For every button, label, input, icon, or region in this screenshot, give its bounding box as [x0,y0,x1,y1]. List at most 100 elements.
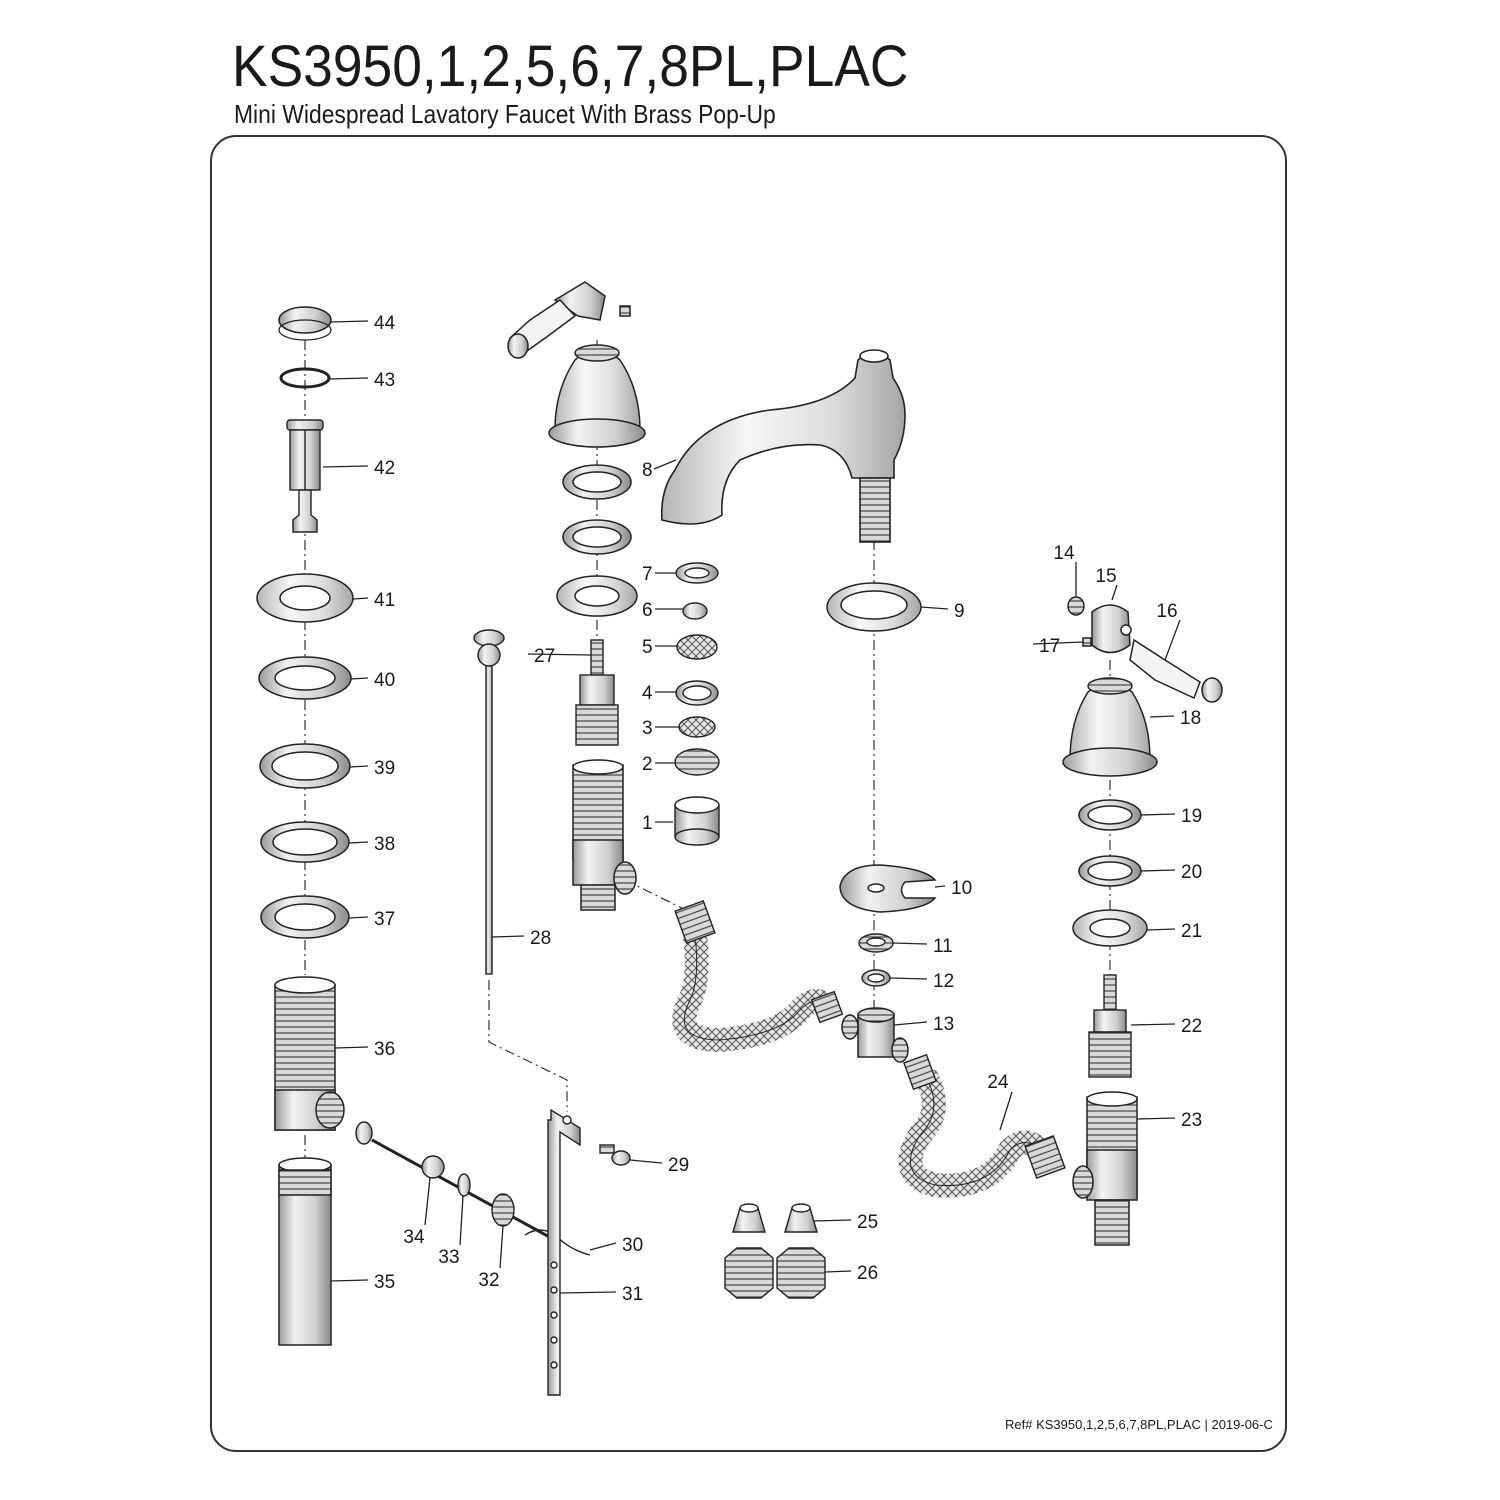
part-number-38: 38 [374,834,395,855]
part-number-14: 14 [1053,543,1075,564]
leader-line-40 [350,677,369,680]
part-41-flange [256,573,354,623]
part-number-12: 12 [933,971,954,992]
part-12-washer [861,969,891,987]
part-36-drain-body [274,976,345,1131]
leader-line-39 [349,765,369,768]
part-14-15-16-17-handle-right [1067,596,1223,703]
part-number-34: 34 [403,1227,425,1248]
leader-line-34 [424,1177,431,1226]
diagram-frame [210,135,1287,1452]
part-8-spout [660,349,906,543]
part-40-washer [258,656,352,700]
leader-line-43 [328,377,369,380]
leader-line-19 [1140,813,1176,816]
part-number-21: 21 [1181,921,1202,942]
part-9-spout-base [826,582,922,632]
part-number-3: 3 [642,718,653,739]
part-number-27: 27 [534,646,555,667]
part-number-24: 24 [987,1072,1009,1093]
part-number-11: 11 [933,936,953,957]
part-number-33: 33 [438,1247,459,1268]
part-number-30: 30 [622,1235,643,1256]
part-number-13: 13 [933,1014,954,1035]
leader-line-22 [1130,1023,1176,1026]
leader-line-38 [348,841,369,844]
part-37-washer [260,895,350,939]
part-number-16: 16 [1156,601,1177,622]
part-number-2: 2 [642,754,653,775]
leader-line-28 [491,935,525,938]
leader-line-29 [629,1159,663,1164]
part-number-4: 4 [642,683,653,704]
leader-line-26 [824,1270,852,1273]
left-washers [556,464,638,617]
part-number-25: 25 [857,1212,878,1233]
leader-line-35 [330,1279,369,1282]
part-13-tee [841,1007,909,1063]
part-number-31: 31 [622,1284,643,1305]
leader-line-23 [1136,1117,1176,1120]
part-27-cartridge [575,639,619,746]
part-number-5: 5 [642,637,653,658]
leader-line-10 [934,885,946,888]
part-39-gasket [259,743,351,789]
leader-line-11 [892,942,928,945]
part-32-pivot-nut [491,1193,515,1227]
leader-line-44 [330,320,369,323]
part-35-tailpiece [278,1157,332,1346]
part-number-6: 6 [642,600,653,621]
leader-line-30 [589,1242,617,1251]
part-number-22: 22 [1181,1016,1202,1037]
part-33-washer [457,1173,471,1197]
leader-line-12 [889,977,928,980]
leader-line-24 [999,1091,1013,1131]
leader-line-15 [1111,584,1118,601]
leader-line-32 [499,1225,504,1269]
part-number-39: 39 [374,758,395,779]
part-number-15: 15 [1095,566,1116,587]
leader-line-18 [1149,715,1175,718]
part-number-9: 9 [954,601,965,622]
leader-line-21 [1146,928,1176,931]
part-number-labels: 1234567891011121314151617181920212223242… [374,313,1202,1305]
leader-lines [322,320,1181,1294]
leader-line-27 [527,653,592,656]
aerator-stack [674,562,720,846]
part-18-bell-right [1062,677,1158,777]
part-number-44: 44 [374,313,396,334]
part-number-20: 20 [1181,862,1202,883]
part-number-42: 42 [374,458,395,479]
part-34-pivot-rod [355,1121,556,1242]
part-28-lift-rod [473,629,505,975]
part-number-23: 23 [1181,1110,1202,1131]
leader-line-41 [352,597,369,600]
part-44-pop-up-cap [278,306,332,341]
part-10-mounting-bracket [839,864,937,913]
part-42-pop-up-stopper [286,419,324,533]
part-23-valve-body-right [1072,1091,1138,1246]
leader-line-25 [812,1219,852,1222]
part-29-clevis-screw [599,1144,631,1166]
part-11-nut [858,933,894,953]
leader-line-13 [893,1021,928,1026]
part-26-compression-nuts [724,1247,826,1299]
right-washers [1072,799,1148,947]
part-number-10: 10 [951,878,972,899]
leader-line-36 [334,1046,369,1049]
leader-line-31 [559,1291,617,1294]
part-number-40: 40 [374,670,395,691]
part-38-washer [260,821,350,863]
part-number-28: 28 [530,928,551,949]
leader-line-42 [322,465,369,468]
part-number-37: 37 [374,909,395,930]
part-number-8: 8 [642,460,653,481]
reference-code: Ref# KS3950,1,2,5,6,7,8PL,PLAC | 2019-06… [1005,1417,1273,1432]
part-number-36: 36 [374,1039,395,1060]
leader-line-16 [1164,619,1181,661]
leader-line-33 [459,1195,464,1246]
part-22-cartridge-right [1088,974,1132,1078]
part-number-19: 19 [1181,806,1202,827]
leader-line-17 [1032,641,1084,645]
